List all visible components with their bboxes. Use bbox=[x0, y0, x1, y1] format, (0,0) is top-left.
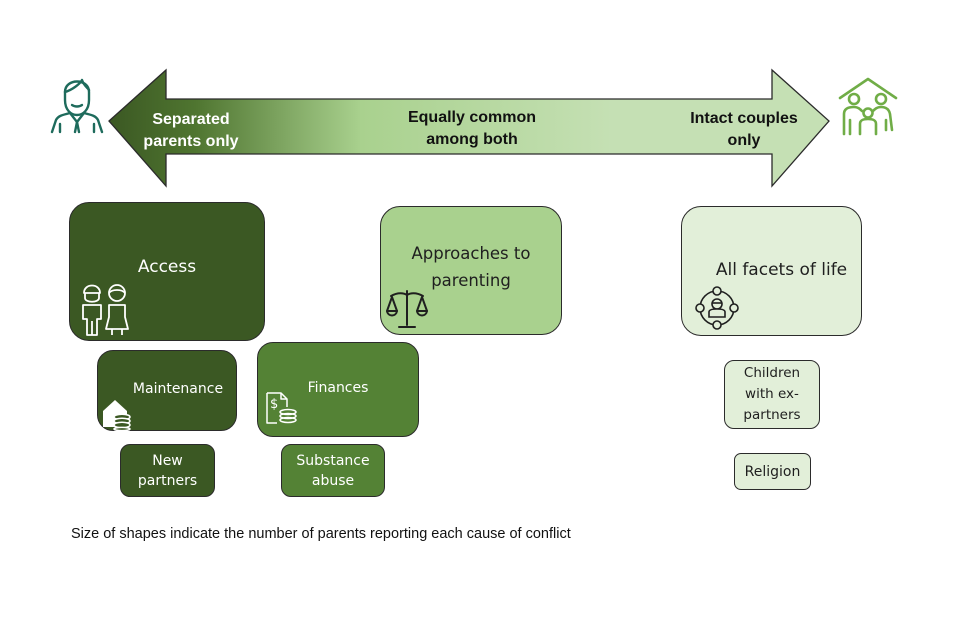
category-box-finances: Finances $ bbox=[257, 342, 419, 437]
category-label-new-partners-line2: partners bbox=[137, 472, 198, 489]
category-label-children-line1: Children bbox=[743, 365, 801, 381]
category-label-approaches-line2: parenting bbox=[431, 270, 511, 290]
svg-text:$: $ bbox=[270, 397, 278, 412]
children-icon bbox=[82, 284, 129, 336]
category-label-approaches-line1: Approaches to bbox=[411, 243, 531, 263]
separated-parent-person-icon bbox=[50, 78, 104, 134]
house-coins-icon bbox=[103, 400, 131, 431]
arrow-label-equally-common: Equally common among both bbox=[380, 107, 564, 151]
person-network-icon bbox=[695, 286, 739, 330]
arrow-label-intact: Intact couples only bbox=[675, 108, 813, 152]
category-label-all-facets: All facets of life bbox=[715, 259, 848, 280]
arrow-label-intact-line2: only bbox=[727, 132, 761, 149]
category-box-new-partners: New partners bbox=[120, 444, 215, 497]
arrow-label-separated: Separated parents only bbox=[128, 109, 254, 153]
category-label-access: Access bbox=[137, 256, 197, 277]
category-label-maintenance: Maintenance bbox=[132, 380, 224, 397]
arrow-label-separated-line1: Separated bbox=[152, 111, 230, 128]
double-arrow bbox=[108, 68, 830, 188]
category-label-children-line3: partners bbox=[743, 407, 801, 423]
arrow-label-separated-line2: parents only bbox=[143, 133, 239, 150]
dollar-document-coins-icon: $ bbox=[266, 392, 297, 424]
category-box-all-facets-of-life: All facets of life bbox=[681, 206, 862, 336]
category-box-approaches-to-parenting: Approaches to parenting bbox=[380, 206, 562, 335]
category-label-finances: Finances bbox=[307, 379, 369, 396]
arrow-label-equally-line2: among both bbox=[426, 131, 518, 148]
category-label-children-line2: with ex- bbox=[745, 386, 799, 402]
category-box-religion: Religion bbox=[734, 453, 811, 490]
category-label-substance-line1: Substance bbox=[296, 452, 370, 469]
category-label-substance-line2: abuse bbox=[311, 472, 355, 489]
category-label-new-partners-line1: New bbox=[152, 452, 183, 469]
category-box-maintenance: Maintenance bbox=[97, 350, 237, 431]
scales-icon bbox=[386, 290, 428, 328]
arrow-shape bbox=[108, 68, 830, 188]
category-box-children-with-ex-partners: Children with ex- partners bbox=[724, 360, 820, 429]
category-box-substance-abuse: Substance abuse bbox=[281, 444, 385, 497]
caption: Size of shapes indicate the number of pa… bbox=[71, 526, 571, 542]
arrow-label-intact-line1: Intact couples bbox=[690, 110, 798, 127]
category-box-access: Access bbox=[69, 202, 265, 341]
arrow-label-equally-line1: Equally common bbox=[407, 109, 537, 126]
category-label-religion: Religion bbox=[744, 463, 801, 480]
family-house-icon bbox=[838, 77, 898, 136]
